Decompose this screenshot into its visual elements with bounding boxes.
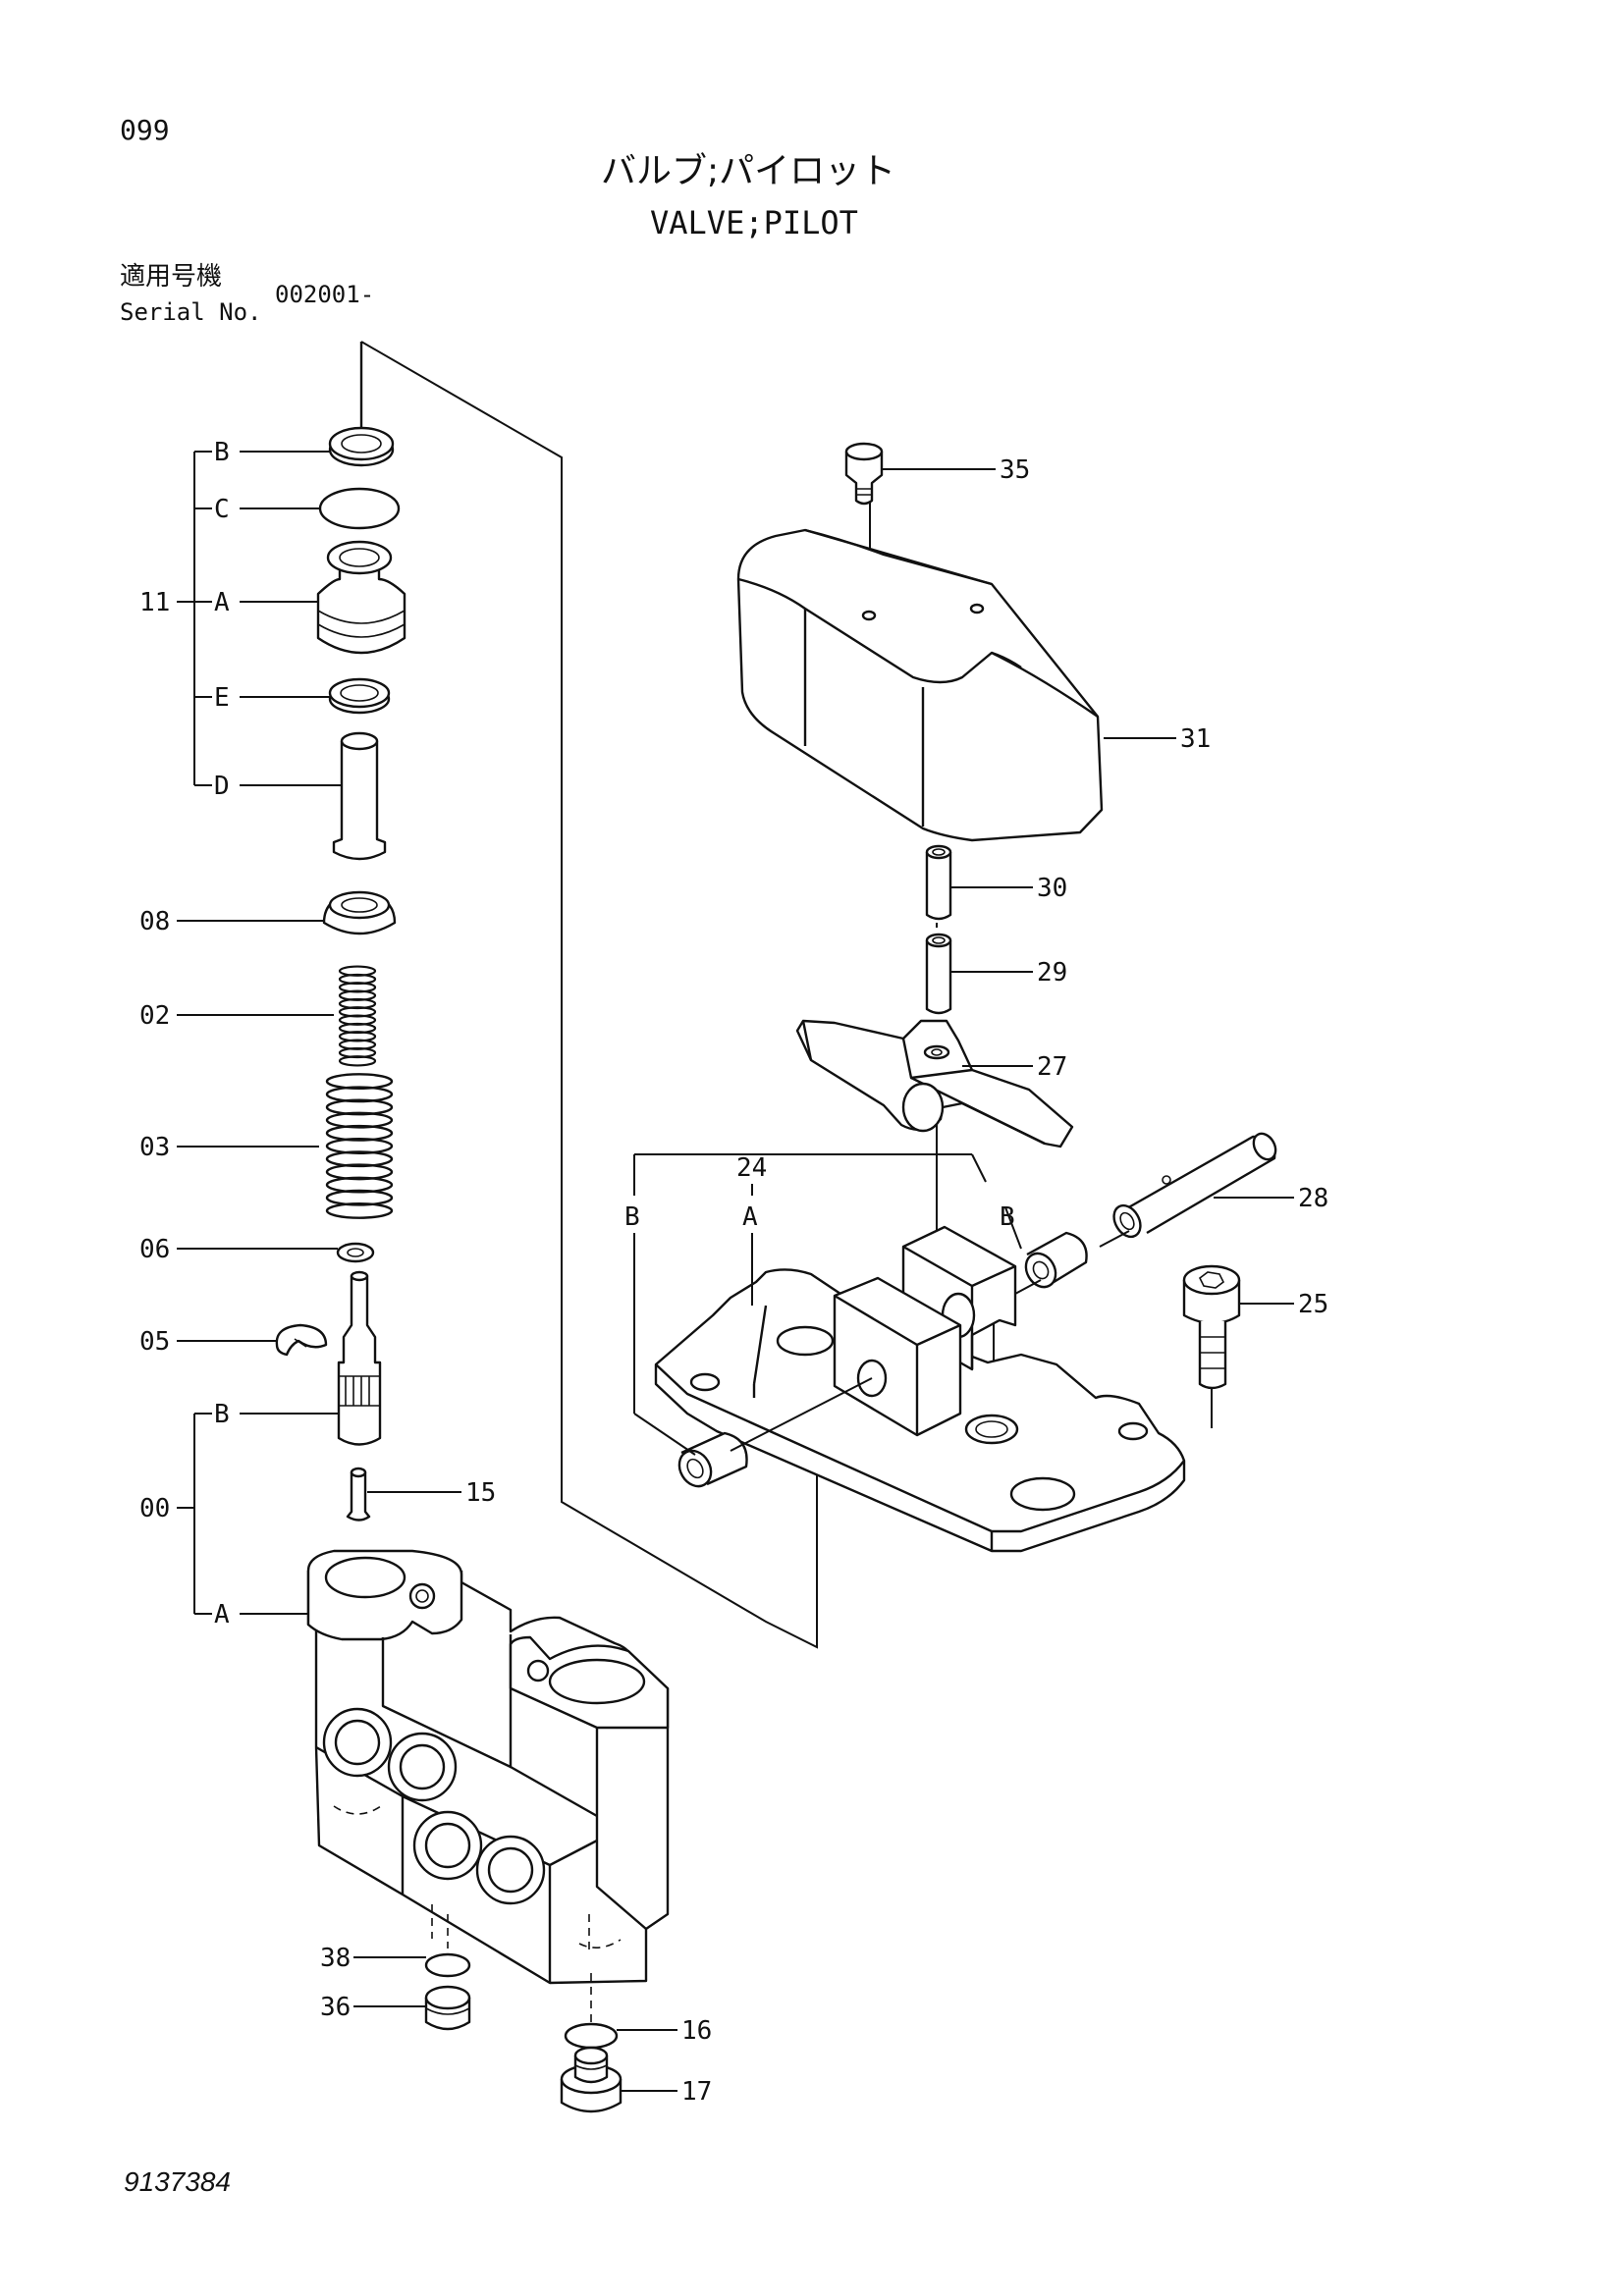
callout-35: 35 [1000, 455, 1030, 485]
part-15-pin [346, 1467, 371, 1522]
callout-38: 38 [320, 1944, 351, 1973]
part-38-o-ring [424, 1952, 471, 1978]
page-number: 099 [120, 114, 170, 146]
part-05-clip [275, 1323, 328, 1357]
callout-24-b-right: B [1000, 1202, 1015, 1232]
callout-31: 31 [1180, 724, 1211, 754]
part-24b-bushing-right [1024, 1231, 1088, 1289]
part-35-bolt [844, 442, 884, 506]
part-11c-o-ring [318, 487, 401, 530]
callout-11: 11 [139, 588, 170, 617]
callout-25: 25 [1298, 1290, 1328, 1319]
callout-06: 06 [139, 1235, 170, 1264]
callout-11-e: E [214, 683, 230, 713]
callout-05: 05 [139, 1327, 170, 1357]
callout-11-d: D [214, 772, 230, 801]
part-17-plug [560, 2046, 623, 2113]
part-30-sleeve [925, 844, 952, 921]
callout-24-a: A [742, 1202, 758, 1232]
serial-label-english: Serial No. [120, 298, 262, 326]
callout-02: 02 [139, 1001, 170, 1031]
part-06-washer [336, 1242, 375, 1263]
callout-11-b: B [214, 438, 230, 467]
leader-lines [177, 451, 1294, 2092]
callout-08: 08 [139, 907, 170, 936]
title-japanese: バルブ;パイロット [601, 151, 895, 191]
callout-03: 03 [139, 1133, 170, 1162]
callout-29: 29 [1037, 958, 1067, 988]
drawing-number: 9137384 [124, 2166, 231, 2197]
callout-00: 00 [139, 1494, 170, 1523]
callout-30: 30 [1037, 874, 1067, 903]
part-02-inner-spring [338, 965, 377, 1067]
callout-24-b-left: B [624, 1202, 640, 1232]
part-11d-pin [332, 731, 387, 861]
callout-00-b: B [214, 1400, 230, 1429]
callout-00-a: A [214, 1600, 230, 1629]
part-08-spring-seat [322, 890, 397, 935]
part-11b-ring [328, 426, 395, 467]
part-28-shaft [1112, 1132, 1277, 1239]
part-00b-spool [337, 1270, 382, 1446]
part-29-sleeve [925, 933, 952, 1015]
part-03-outer-spring [325, 1073, 394, 1219]
serial-number-range: 002001- [275, 281, 374, 308]
part-27-lever [795, 1019, 1074, 1148]
callout-11-a: A [214, 588, 230, 617]
serial-label-japanese: 適用号機 [120, 262, 222, 292]
part-24b-bushing-left [677, 1431, 748, 1488]
callout-11-c: C [214, 495, 230, 524]
callout-36: 36 [320, 1993, 351, 2022]
part-36-plug [424, 1985, 471, 2031]
part-31-cover [736, 528, 1104, 842]
callout-27: 27 [1037, 1052, 1067, 1082]
part-16-o-ring [564, 2022, 619, 2050]
part-00a-valve-body [306, 1549, 670, 1985]
callout-28: 28 [1298, 1184, 1328, 1213]
callout-16: 16 [681, 2016, 712, 2046]
callout-24: 24 [736, 1153, 767, 1183]
title-english: VALVE;PILOT [650, 204, 858, 241]
callout-17: 17 [681, 2077, 712, 2107]
part-11e-ring [328, 677, 391, 715]
part-25-socket-screw [1182, 1264, 1241, 1390]
part-11a-bushing [316, 540, 406, 655]
callout-15: 15 [465, 1478, 496, 1508]
callout-labels: 35 31 30 29 27 24 A B B 28 25 11 B C A E… [139, 438, 1328, 2107]
